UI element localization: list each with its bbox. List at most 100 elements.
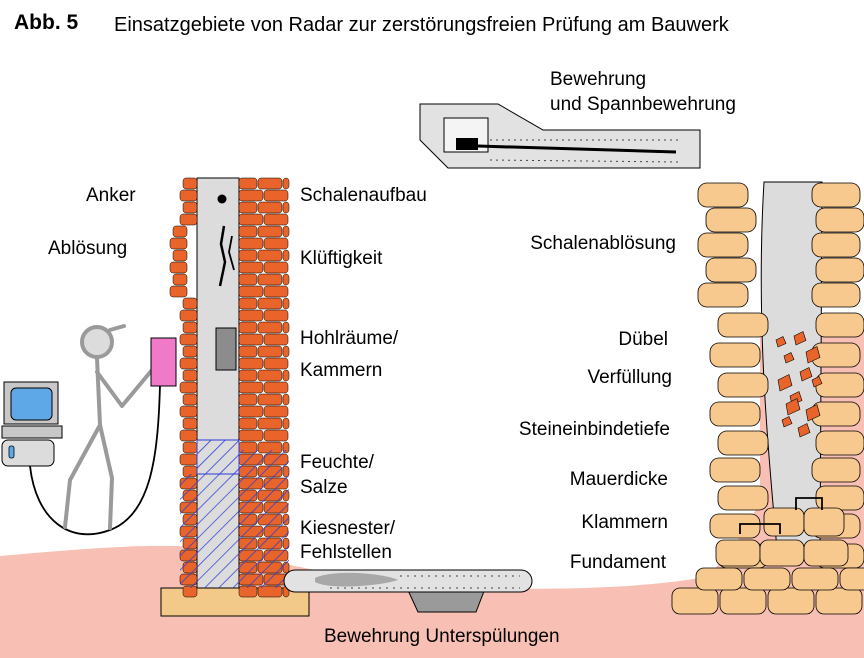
stone-block [815,485,864,511]
label-kammern: Kammern [300,360,383,381]
stone-block [811,282,861,308]
brick [263,213,289,226]
radar-probe-icon [150,337,177,387]
brick [238,273,258,286]
brick [263,333,289,346]
stone-block [717,485,769,511]
stone-block [709,513,761,539]
stone-block [715,539,761,567]
brick [238,237,264,250]
left-brick-wall [169,177,290,598]
brick [179,381,198,394]
brick [257,369,283,382]
stone-block [705,207,757,233]
label-abloesung: Ablösung [48,238,128,259]
rubble-piece [775,336,787,348]
rubble-piece [777,374,793,392]
stone-block [815,207,864,233]
label-salze: Salze [300,477,348,498]
brick [169,237,188,250]
brick [238,369,258,382]
brick [263,189,289,202]
reinforcement-element [419,103,701,169]
brick [282,225,290,238]
brick [257,201,283,214]
brick [182,201,198,214]
brick [238,249,258,262]
stone-block [815,312,864,338]
brick [263,261,289,274]
moisture-hatch [196,439,240,475]
brick [263,381,289,394]
stone-block [671,587,719,615]
figure-title: Einsatzgebiete von Radar zur zerstörungs… [114,14,729,36]
brick [257,177,283,190]
clamp-1 [739,523,781,534]
brick [257,249,283,262]
brick [238,381,264,394]
label-anker: Anker [86,185,136,206]
brick [257,297,283,310]
bottom-slab [283,569,533,613]
rubble-piece [783,352,795,364]
label-klueftigkeit: Klüftigkeit [300,248,383,269]
brick [182,441,198,454]
fill-rubble [775,331,823,438]
label-fundament: Fundament [569,552,666,573]
stone-block [815,372,864,398]
brick [238,321,258,334]
brick [238,429,264,442]
brick [238,417,258,430]
brick [282,177,290,190]
stone-block [839,567,864,591]
stone-block [697,232,749,258]
brick [238,177,258,190]
stone-courses [671,182,864,615]
brick [238,309,264,322]
moisture-hatch-right [239,450,289,588]
brick [257,345,283,358]
brick [263,237,289,250]
brick [179,405,198,418]
rubble-piece [811,376,823,388]
rubble-piece [797,423,811,438]
label-bottom: Bewehrung Unterspülungen [324,626,560,647]
stone-block [743,567,791,591]
stone-block [791,567,839,591]
label-schalenabloesung: Schalenablösung [530,233,676,254]
crack-1 [218,225,227,287]
brick [263,429,289,442]
brick [182,345,198,358]
label-steineinbindetiefe: Steineinbindetiefe [518,419,670,440]
brick [257,393,283,406]
stone-block [811,182,861,208]
brick [238,189,264,202]
brick [238,225,258,238]
brick [263,285,289,298]
brick [282,345,290,358]
brick [282,321,290,334]
cavity [215,327,237,371]
brick [169,285,188,298]
stone-block [717,312,769,338]
brick [282,297,290,310]
stone-block [695,567,743,591]
label-fehlstellen: Fehlstellen [300,542,392,563]
brick [282,417,290,430]
brick [182,321,198,334]
brick [179,333,198,346]
rubble-piece [781,416,793,428]
brick [179,309,198,322]
brick [182,417,198,430]
brick [238,261,264,274]
brick [257,273,283,286]
rubble-piece [785,398,801,416]
brick [169,261,188,274]
brick [182,393,198,406]
brick [238,213,264,226]
clamp-2 [795,497,823,510]
brick [282,393,290,406]
brick [172,249,188,262]
stone-block [709,401,761,427]
brick [179,213,198,226]
